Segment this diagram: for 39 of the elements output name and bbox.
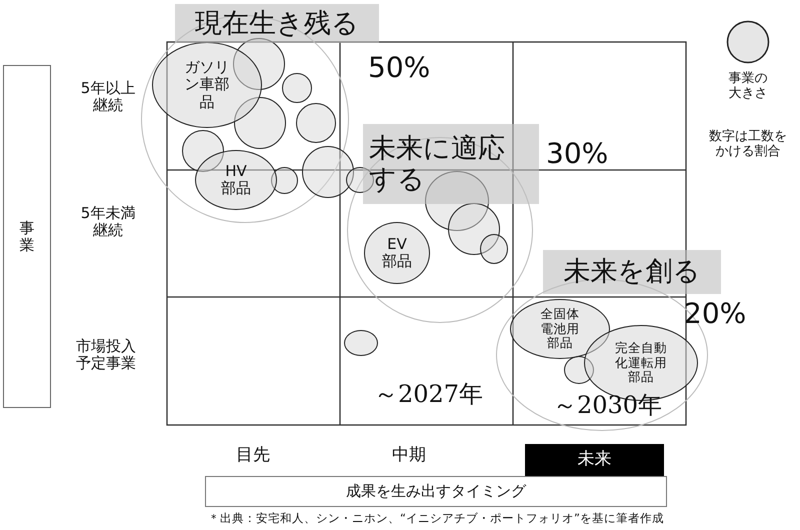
row-label: 5年未満継続 bbox=[80, 205, 136, 240]
column-header: 目先 bbox=[236, 446, 270, 466]
part-label: ガソリン車部品 bbox=[184, 59, 230, 111]
group-heading-band bbox=[543, 250, 721, 294]
group-heading-band bbox=[363, 124, 539, 204]
group-heading: 未来に適応する bbox=[369, 132, 506, 196]
footnote: ＊出典：安宅和人、シン・ニホン、“イニシアチブ・ポートフォリオ”を基に筆者作成 bbox=[207, 512, 665, 526]
group-heading: 未来を創る bbox=[564, 256, 700, 288]
group-heading-band bbox=[175, 4, 379, 43]
percentage-label: 50% bbox=[368, 52, 430, 84]
business-bubble bbox=[302, 146, 354, 198]
note-text: 数字は工数をかける割合 bbox=[708, 130, 788, 160]
business-bubble bbox=[296, 103, 336, 143]
business-bubble bbox=[234, 97, 286, 149]
axis-title: 成果を生み出すタイミング bbox=[346, 482, 526, 500]
part-label: HV部品 bbox=[220, 162, 252, 198]
percentage-label: 30% bbox=[546, 138, 608, 170]
business-bubble bbox=[282, 73, 312, 103]
column-header: 中期 bbox=[392, 446, 426, 466]
axis-title-box bbox=[3, 65, 51, 408]
part-label: EV部品 bbox=[381, 236, 413, 270]
axis-title: 事業 bbox=[20, 220, 34, 253]
column-header-box bbox=[525, 444, 664, 476]
row-label: 5年以上継続 bbox=[80, 80, 136, 114]
group-heading: 現在生き残る bbox=[195, 8, 359, 40]
percentage-label: 20% bbox=[684, 298, 746, 330]
period-label: ～2027年 bbox=[374, 381, 484, 409]
period-label: ～2030年 bbox=[553, 392, 662, 420]
business-bubble bbox=[480, 234, 508, 264]
part-label: 完全自動化運転用部品 bbox=[614, 341, 668, 385]
axis-title-box bbox=[205, 476, 667, 507]
business-bubble bbox=[448, 203, 500, 255]
part-label: 全固体電池用部品 bbox=[540, 307, 580, 351]
business-bubble bbox=[182, 130, 224, 172]
business-bubble bbox=[344, 330, 378, 356]
legend-label: 事業の大きさ bbox=[728, 72, 768, 102]
row-label: 市場投入予定事業 bbox=[75, 338, 137, 372]
column-header: 未来 bbox=[578, 450, 612, 470]
part-ellipse bbox=[510, 299, 610, 359]
